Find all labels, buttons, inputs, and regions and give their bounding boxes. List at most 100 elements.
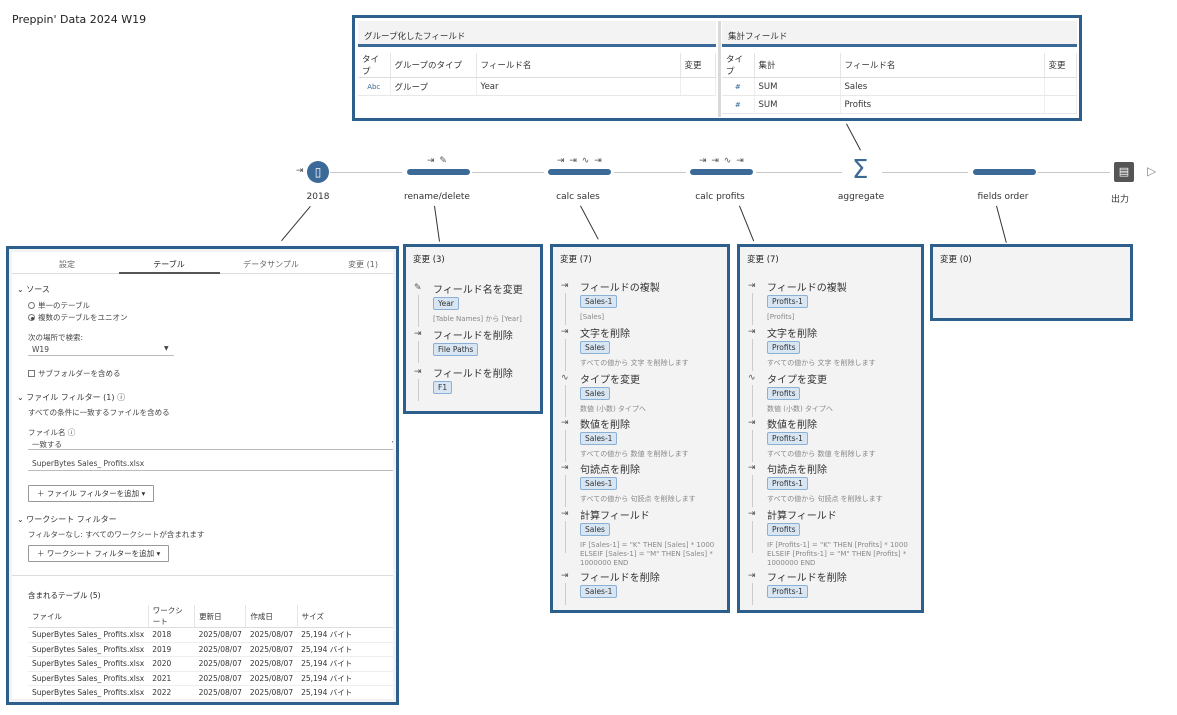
info-icon[interactable]: ⓘ [117,393,126,402]
flow-connector [756,172,842,173]
step-node-calc-profits[interactable] [690,169,753,175]
table-row[interactable]: # SUM Sales [722,77,1077,96]
step-label-output[interactable]: 出力 [1110,195,1129,205]
field-pill[interactable]: Profits-1 [767,432,808,445]
field-pill[interactable]: Sales [580,523,610,536]
step-label-fields-order[interactable]: fields order [977,192,1029,202]
change-type-icon: ⇥ [561,327,569,337]
step-label-rename[interactable]: rename/delete [404,192,470,202]
table-row[interactable]: Abc グループ Year [358,77,716,96]
string-type-icon: Abc [358,77,391,96]
col-file: ファイル [28,605,149,628]
table-cell: 2025/08/07 [245,671,298,686]
step-label-calc-sales[interactable]: calc sales [556,192,600,202]
change-name: フィールドの複製 [580,283,660,294]
radio-union-label: 複数のテーブルをユニオン [38,313,128,322]
col-type: タイプ [358,53,391,78]
change-description: [Profits] [767,313,795,321]
run-icon[interactable]: ▷ [1147,164,1157,178]
match-select[interactable]: 一致する [32,440,62,449]
field-pill[interactable]: Sales-1 [580,477,618,490]
table-cell: 25,194 バイト [297,627,393,643]
table-cell: 2025/08/07 [245,685,298,699]
step-label-aggregate[interactable]: aggregate [837,192,885,202]
chevron-down-icon[interactable]: ⌄ [17,285,27,294]
grouped-fields-table: タイプ グループのタイプ フィールド名 変更 Abc グループ Year [358,53,716,96]
dropdown-arrow-icon[interactable]: ▼ [164,345,169,352]
field-pill[interactable]: Profits-1 [767,295,808,308]
included-tables-title: 含まれるテーブル (5) [28,591,101,600]
item-guide-line [565,293,566,325]
field-pill[interactable]: Profits [767,341,801,354]
table-cell: SuperBytes Sales_ Profits.xlsx [28,642,149,657]
field-pill[interactable]: F1 [433,381,453,394]
radio-union[interactable]: 複数のテーブルをユニオン [28,312,128,323]
tab-tables[interactable]: テーブル [153,260,185,269]
field-pill[interactable]: File Paths [433,343,479,356]
field-pill[interactable]: Profits-1 [767,477,808,490]
item-guide-line [752,583,753,605]
number-type-icon: # [722,77,755,96]
field-pill[interactable]: Sales-1 [580,432,618,445]
table-cell: 2019 [148,642,195,657]
field-name: Year [476,77,681,96]
field-pill[interactable]: Sales-1 [580,295,618,308]
field-pill[interactable]: Sales [580,387,610,400]
active-tab-indicator [119,272,220,274]
filename-input[interactable]: SuperBytes Sales_ Profits.xlsx [32,459,145,468]
table-cell: 25,194 バイト [297,685,393,699]
change-description: 数値 (小数) タイプへ [580,405,646,413]
input-node[interactable]: ▯ [307,161,329,183]
flow-connector [614,172,686,173]
change-description: すべての値から 数値 を削除します [767,450,876,458]
add-sheet-filter-button[interactable]: ＋ ワークシート フィルターを追加 ▾ [28,545,170,562]
step-node-calc-sales[interactable] [548,169,611,175]
field-pill[interactable]: Year [433,297,459,310]
source-title: ソース [26,285,50,294]
output-node[interactable]: ▤ [1114,162,1134,182]
change-description: すべての値から 文字 を削除します [767,359,876,367]
file-filter-title: ファイル フィルター (1) [26,393,115,402]
agg-func: SUM [754,77,841,96]
field-pill[interactable]: Profits [767,387,801,400]
item-guide-line [565,475,566,507]
panel-connector [434,205,441,242]
info-icon[interactable]: ⓘ [67,428,76,437]
tab-settings[interactable]: 設定 [59,260,75,269]
field-pill[interactable]: Sales [580,341,610,354]
tab-data-sample[interactable]: データサンプル [243,260,299,269]
aggregated-fields-header: 集計フィールド [722,21,1077,47]
add-file-filter-button[interactable]: ＋ ファイル フィルターを追加 ▾ [28,485,155,502]
step-label-calc-profits[interactable]: calc profits [695,192,745,202]
dropdown-arrow-icon[interactable]: ▼ [392,440,393,447]
step-node-rename[interactable] [407,169,470,175]
search-location-select[interactable]: W19 [32,345,49,354]
change-type-icon: ⇥ [561,571,569,581]
tab-changes[interactable]: 変更 (1) [348,260,378,269]
field-pill[interactable]: Sales-1 [580,585,618,598]
field-pill[interactable]: Profits [767,523,801,536]
chevron-down-icon[interactable]: ⌄ [17,515,27,524]
table-cell: 2025/08/07 [194,627,246,643]
item-guide-line [418,379,419,401]
change-name: 数値を削除 [767,420,817,431]
table-row[interactable]: # SUM Profits [722,95,1077,114]
field-pill[interactable]: Profits-1 [767,585,808,598]
step-node-fields-order[interactable] [973,169,1036,175]
aggregate-sigma-icon[interactable]: Σ [852,155,869,185]
chevron-down-icon[interactable]: ⌄ [17,393,27,402]
include-subfolders-checkbox[interactable]: サブフォルダーを含める [28,368,121,379]
change-type-icon: ⇥ [748,509,756,519]
change-type-icon: ⇥ [414,329,422,339]
step-label-input[interactable]: 2018 [306,192,330,202]
radio-single-table[interactable]: 単一のテーブル [28,300,90,311]
changes-header: 変更 (7) [747,255,779,265]
item-guide-line [418,295,419,327]
grouped-fields-header: グループ化したフィールド [358,21,716,47]
